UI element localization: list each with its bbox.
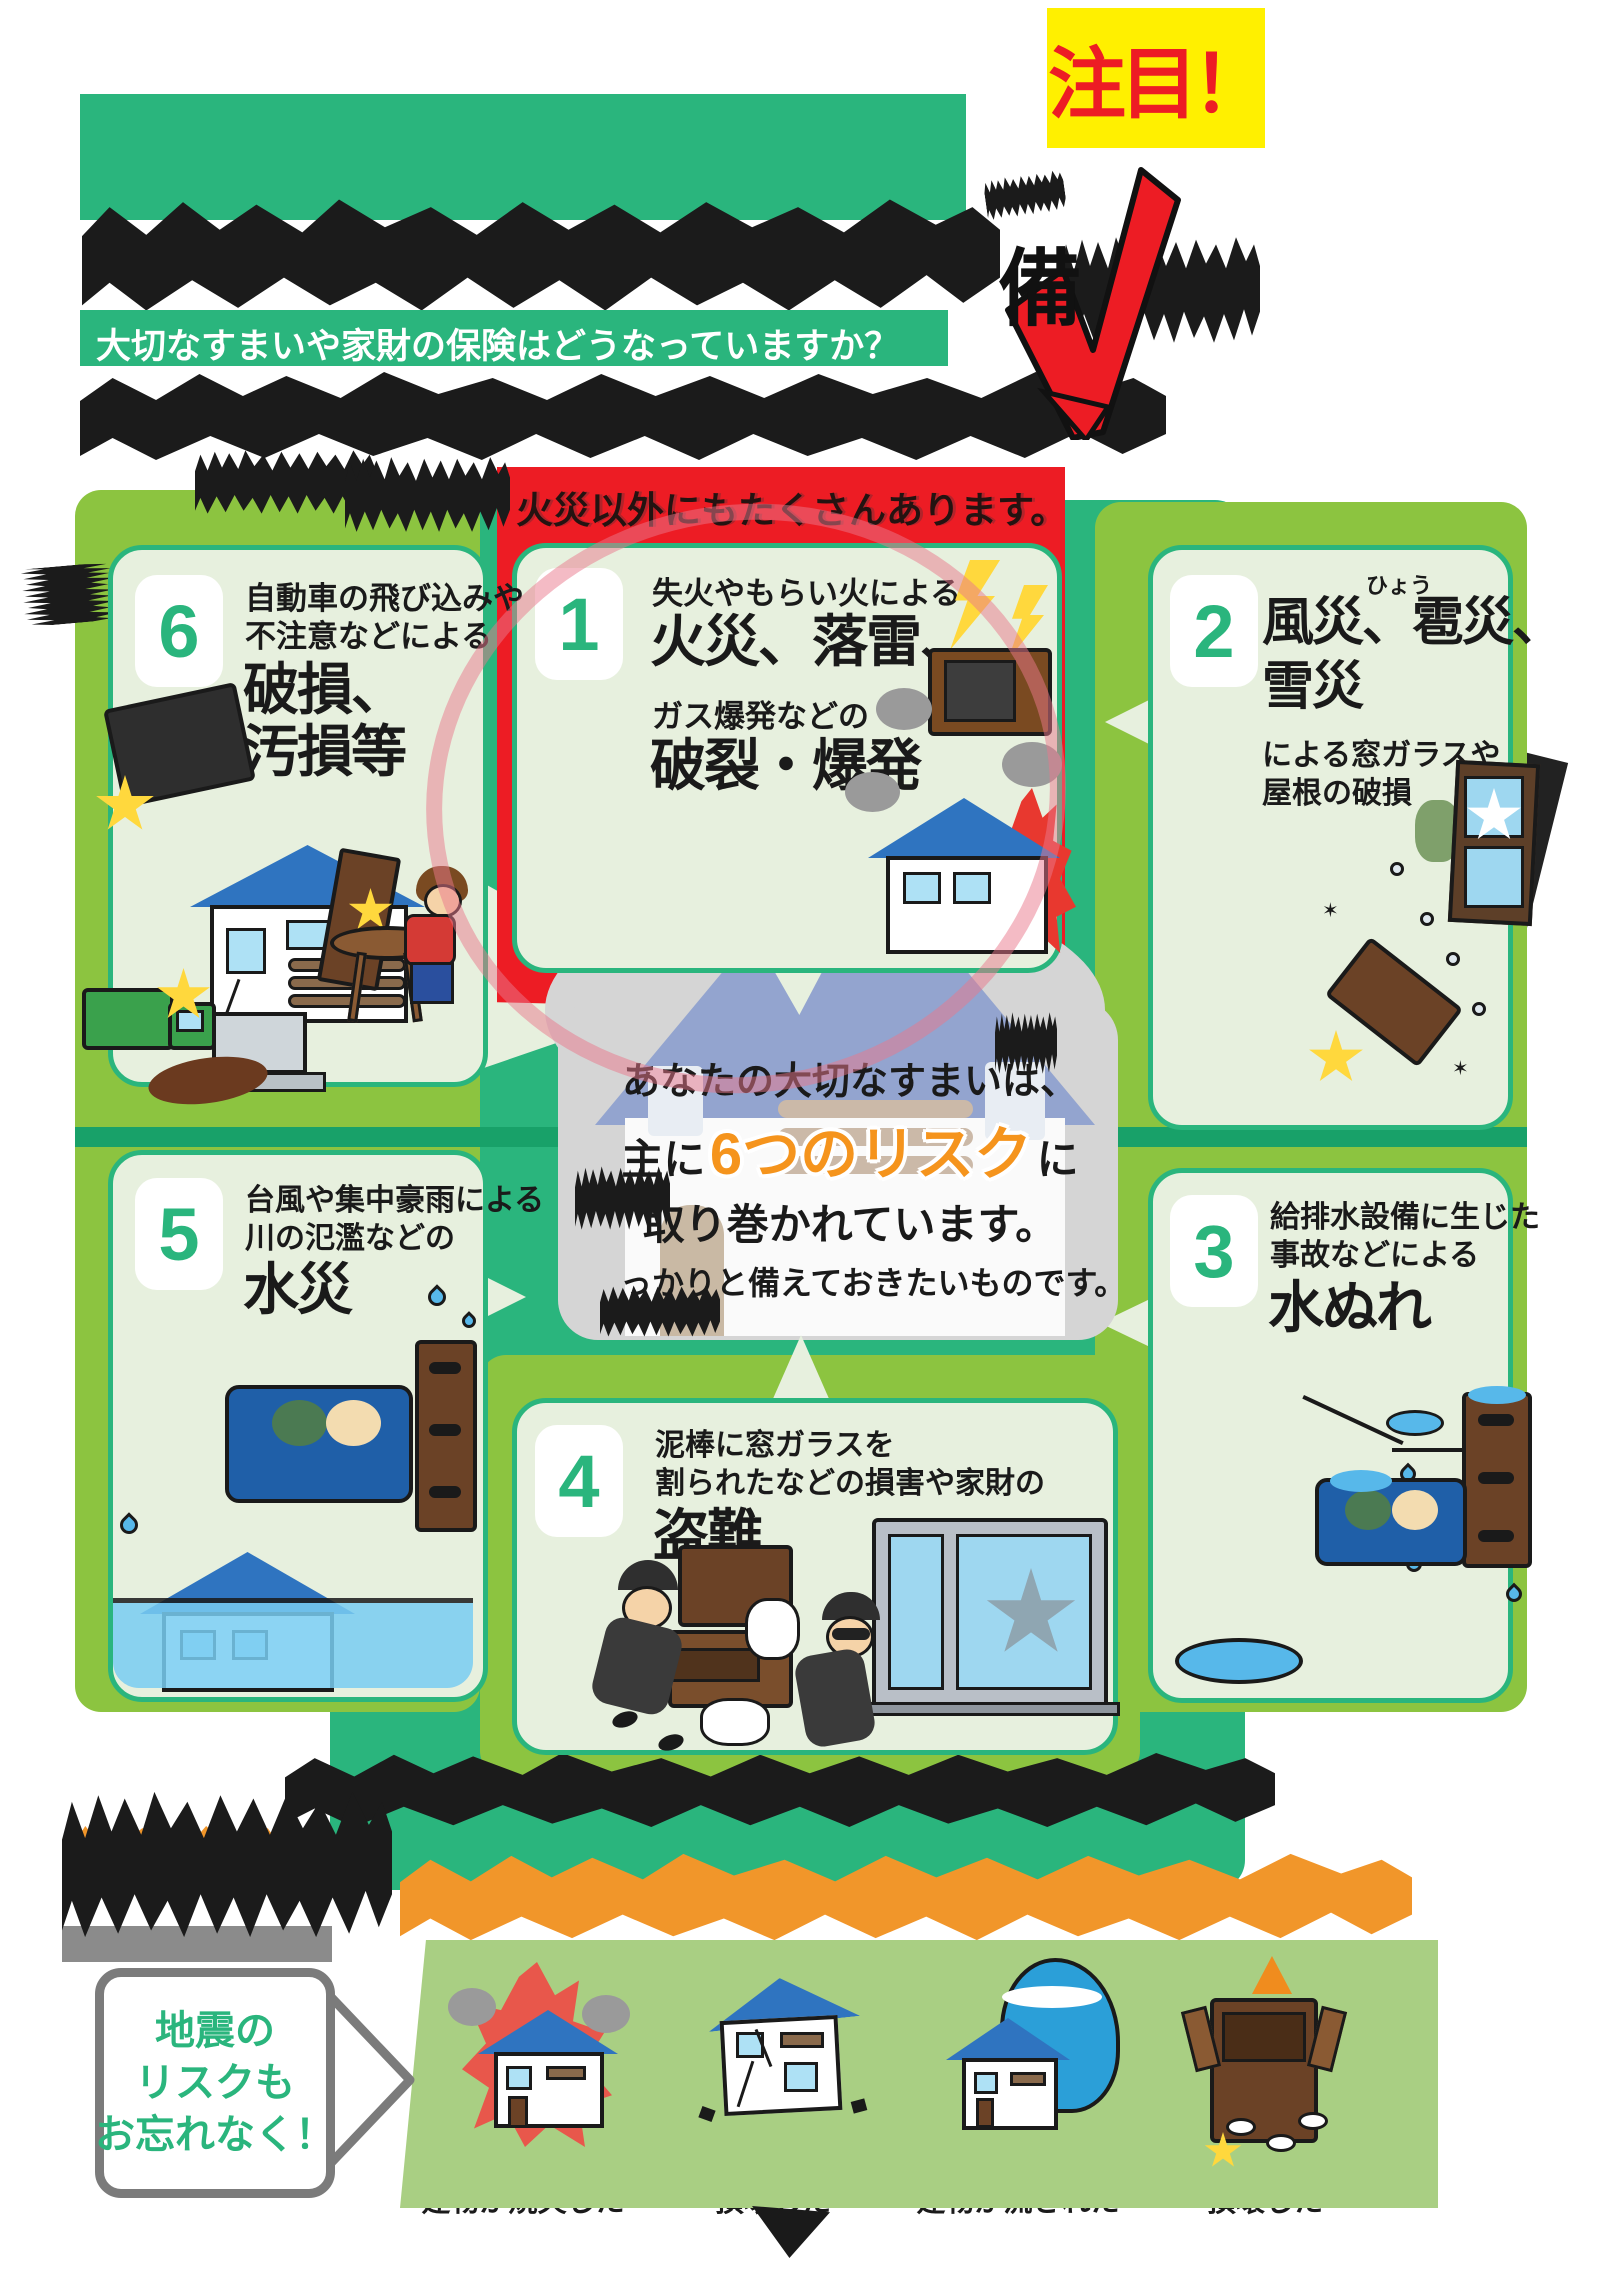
risk2-number: 2	[1193, 589, 1235, 673]
center-house-balcony-bar	[778, 1128, 973, 1146]
note-line-2: リスクも	[135, 2061, 295, 2105]
risk6-lead1: 自動車の飛び込みや	[245, 581, 524, 616]
risk4-lead1: 泥棒に窓ガラスを	[655, 1429, 895, 1462]
risk4-number: 4	[558, 1439, 600, 1523]
center-house-balcony-bar	[778, 1100, 973, 1118]
earthquake-band-tail	[752, 2206, 830, 2258]
center-line4: っかりと備えておきたいものです。	[620, 1265, 1127, 1301]
center-line2-pre: 主に	[621, 1136, 706, 1183]
red-check-arrow-icon	[1005, 167, 1181, 440]
risk5-lead2: 川の氾濫などの	[245, 1222, 455, 1255]
risk2-furigana: ひょう	[1366, 573, 1433, 598]
risk3-lead2: 事故などによる	[1270, 1239, 1480, 1272]
attention-badge: 注目！	[1047, 8, 1270, 148]
risk2-big2: 雪災	[1262, 658, 1364, 716]
risk3-lead1: 給排水設備に生じた	[1270, 1201, 1540, 1234]
callout-text: 火災以外にもたくさんあります。	[516, 490, 1068, 531]
risk3-number-chip: 3	[1170, 1195, 1258, 1307]
center-house-balcony-bar	[778, 1156, 973, 1174]
risk2-number-chip: 2	[1170, 575, 1258, 687]
earthquake-note-box: 地震の リスクも お忘れなく！	[95, 1968, 335, 2198]
tagline-strip	[80, 310, 948, 366]
center-line2-em: 6つのリスク	[709, 1122, 1033, 1187]
note-line-3: お忘れなく！	[95, 2113, 335, 2157]
risk6-lead2: 不注意などによる	[245, 619, 493, 654]
risk3-number: 3	[1193, 1209, 1235, 1293]
risk1-lead2: ガス爆発などの	[652, 699, 869, 734]
center-line1: あなたの大切なすまいは、	[621, 1061, 1078, 1103]
tagline: 大切なすまいや家財の保険はどうなっていますか？	[96, 327, 900, 366]
note-line-1: 地震の	[155, 2009, 275, 2053]
risk6-big1: 破損、	[243, 658, 407, 721]
center-house-window-left	[648, 1066, 703, 1136]
center-house-window-right	[985, 1062, 1045, 1140]
check-kanji: 備	[998, 242, 1083, 336]
risk5-big1: 水災	[243, 1258, 353, 1321]
risk2-big1: 風災、雹災、	[1262, 594, 1564, 652]
attention-text: 注目！	[1047, 40, 1270, 128]
risk5-lead1: 台風や集中豪雨による	[245, 1184, 545, 1217]
risk5-number: 5	[158, 1192, 200, 1276]
risk2-lead2: 屋根の破損	[1262, 777, 1412, 810]
title-green-block	[80, 94, 966, 220]
risk6-number: 6	[158, 589, 200, 673]
risk6-big2: 汚損等	[243, 720, 407, 783]
risk1-number-chip: 1	[535, 568, 623, 680]
risk5-number-chip: 5	[135, 1178, 223, 1290]
center-line2-post: に	[1036, 1136, 1079, 1183]
risk1-lead1: 失火やもらい火による	[652, 576, 962, 611]
bottom-gray-strip	[62, 1926, 332, 1962]
center-message: あなたの大切なすまいは、 主に 6つのリスク に 取り巻かれています。 っかりと…	[620, 1050, 1127, 1304]
risk1-number: 1	[558, 582, 600, 666]
risk1-big1: 火災、落雷、	[650, 610, 976, 673]
risk6-number-chip: 6	[135, 575, 223, 687]
risk3-big1: 水ぬれ	[1268, 1276, 1432, 1339]
risk4-number-chip: 4	[535, 1425, 623, 1537]
center-line3: 取り巻かれています。	[642, 1201, 1058, 1248]
risk4-lead2: 割られたなどの損害や家財の	[655, 1467, 1045, 1500]
